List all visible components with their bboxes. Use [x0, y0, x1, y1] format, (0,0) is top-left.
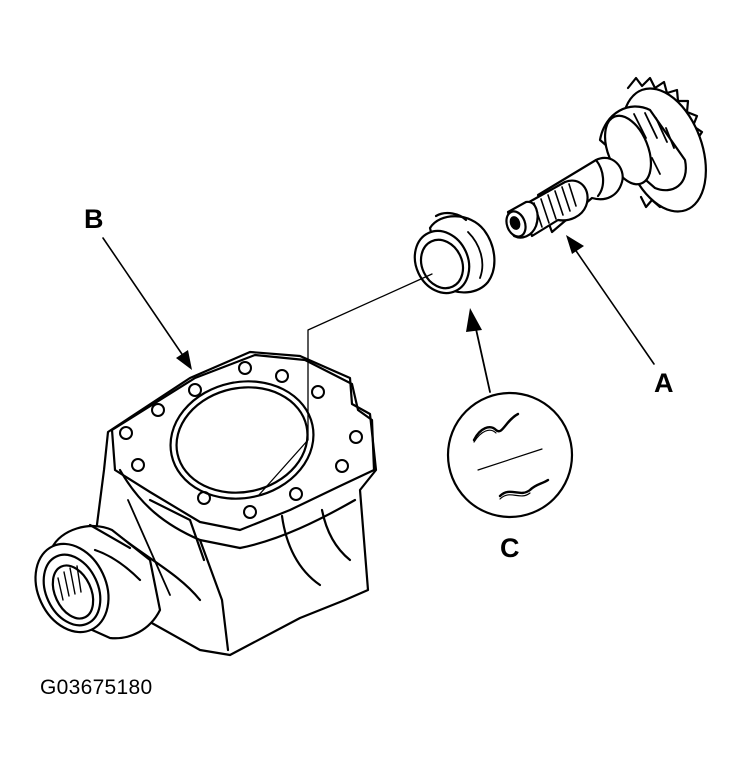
differential-carrier-housing-icon [34, 350, 378, 657]
leader-arrow-a [566, 235, 655, 365]
figure-id: G03675180 [40, 676, 153, 699]
leader-arrow-b [102, 237, 192, 370]
callout-b: B [84, 204, 104, 234]
callout-c: C [500, 533, 520, 563]
leader-arrow-c [466, 308, 491, 393]
seal-lip-detail-icon [446, 391, 574, 519]
oil-seal-icon [413, 211, 496, 295]
assembly-guide-line [257, 273, 433, 497]
callout-a: A [654, 368, 674, 398]
pinion-gear-shaft-icon [505, 76, 707, 239]
